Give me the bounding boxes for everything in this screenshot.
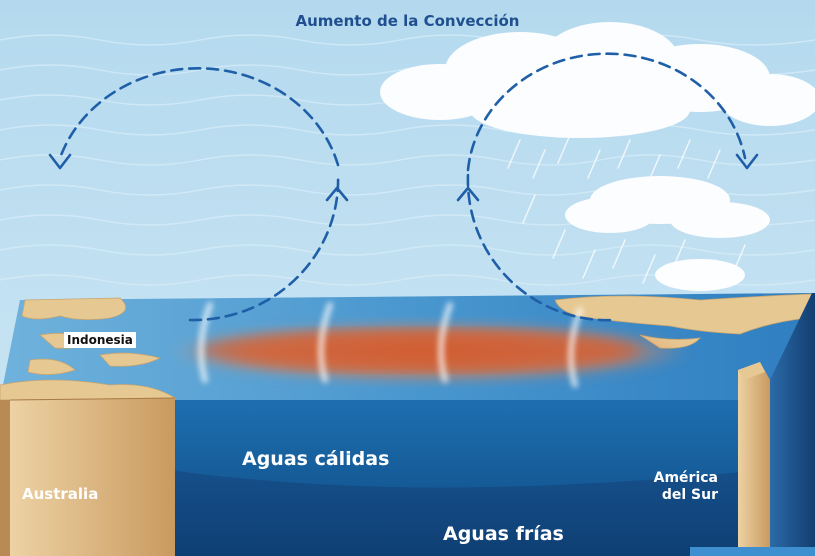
ocean-block-side [770,293,815,556]
diagram-title: Aumento de la Convección [295,12,520,30]
dashed-arrow-icon [58,52,747,322]
arrow-heads [48,153,759,202]
label-south-america-line2: del Sur [661,487,718,503]
cloud-icon [380,22,815,291]
label-warm-water: Aguas cálidas [242,448,390,470]
warm-pool-core [200,330,640,370]
label-australia: Australia [22,485,99,503]
label-south-america: América del Sur [640,470,718,504]
map-land-shapes [0,293,813,401]
label-indonesia: Indonesia [64,332,136,348]
label-cold-water: Aguas frías [443,523,564,545]
south-america-land-block [738,362,770,556]
australia-land-block [0,397,176,556]
convection-plumes [198,302,583,388]
corner-tab [690,547,815,556]
cold-water-layer [170,470,760,556]
label-south-america-line1: América [653,470,718,486]
